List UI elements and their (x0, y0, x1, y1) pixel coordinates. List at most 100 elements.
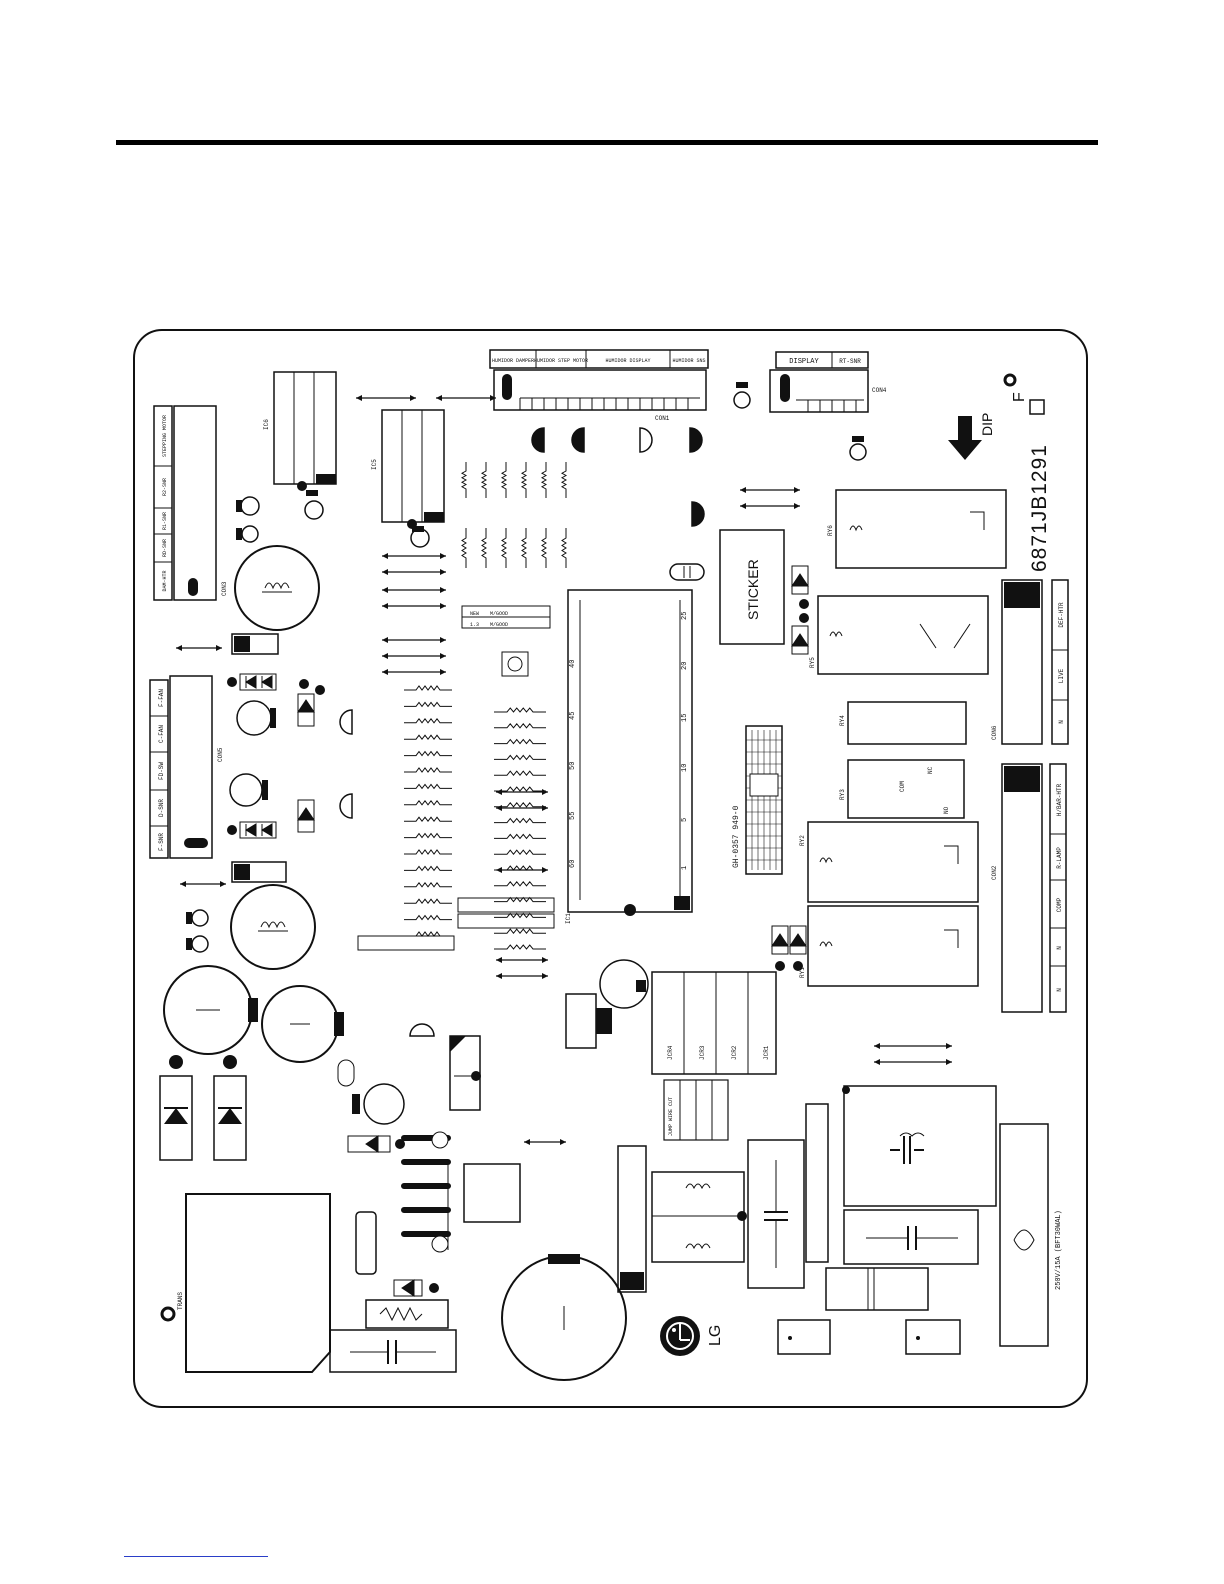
small-capacitors (191, 391, 867, 1125)
arrow-head (496, 973, 502, 979)
resistor-symbol (404, 849, 452, 855)
ic2-regulator (401, 1131, 521, 1253)
svg-text:IC1: IC1 (565, 913, 572, 924)
resistor-ntc (365, 1299, 449, 1329)
resistor-symbol (494, 817, 546, 824)
arrow-head (874, 1043, 880, 1049)
resistor-vertical (461, 528, 467, 568)
arrow-head (382, 569, 388, 575)
resistor-symbol (494, 928, 546, 934)
sticker-area: STICKER (719, 529, 785, 645)
resistor-symbol (404, 881, 452, 888)
resistor-vertical (521, 528, 527, 568)
arrow-head (496, 867, 502, 873)
arrow-head (440, 587, 446, 593)
con1-label-3: HUMIDOR DISPLAY (605, 358, 650, 364)
resistor-symbol (404, 685, 452, 691)
jcr-block: JCR4 JCR3 JCR2 JCR1 (651, 971, 777, 1075)
tab1 (777, 1319, 831, 1355)
svg-text:1: 1 (681, 866, 689, 870)
con5-name: CON5 (217, 747, 224, 762)
con5-label-5: F-SNR (158, 833, 165, 851)
resistor-symbol (520, 462, 528, 498)
resistor-symbol (521, 528, 527, 568)
arrow-head (440, 669, 446, 675)
resistor-symbol (481, 528, 487, 568)
arrow-head (874, 1059, 880, 1065)
arrow-head (440, 653, 446, 659)
svg-text:40: 40 (569, 660, 577, 668)
resistor-vertical (540, 462, 548, 498)
rectifier-diodes (159, 1075, 247, 1161)
f-mark: F (1011, 392, 1028, 402)
arrow-head (382, 669, 388, 675)
con1-label-4: HUMIDOR SNS (672, 358, 705, 364)
con2-label-1: H/BAR-HTR (1056, 783, 1063, 816)
con4-name: CON4 (872, 387, 887, 394)
resistor-vertical (481, 528, 487, 568)
relay-ry4: RY4 (839, 701, 967, 745)
con5-connector: F-FAN C-FAN FD-SW D-SNR F-SNR CON5 (149, 675, 224, 859)
capacitor-ce1 (501, 1254, 627, 1381)
svg-text:RY4: RY4 (839, 715, 846, 726)
resistor-symbol (494, 786, 546, 792)
svg-text:JCR2: JCR2 (731, 1045, 738, 1060)
arrow-head (440, 603, 446, 609)
svg-text:NEW: NEW (470, 611, 479, 617)
resistor-vertical (541, 528, 547, 568)
arrow-head (496, 789, 502, 795)
resistor-symbol (404, 717, 452, 724)
svg-text:JCR4: JCR4 (667, 1045, 674, 1060)
svg-text:25: 25 (681, 612, 689, 620)
resistor-vertical (480, 462, 488, 498)
arrow-head (440, 637, 446, 643)
resistor-symbol (404, 914, 452, 921)
arrow-head (440, 553, 446, 559)
resistor-symbol (461, 528, 467, 568)
con1-name: CON1 (655, 415, 670, 422)
resistor-symbol (501, 528, 507, 568)
dip-label: DIP (979, 413, 995, 436)
resistor-symbol (404, 734, 452, 741)
fuse2 (805, 1103, 829, 1263)
relay-ry2: RY2 (799, 821, 979, 903)
fuse-rating: 250V/15A (BFT30WAL) (1055, 1210, 1063, 1290)
arrow-head (410, 395, 416, 401)
svg-text:COM: COM (899, 781, 906, 792)
mounting-hole-icon (1003, 373, 1017, 387)
con2-label-5: N (1056, 988, 1063, 992)
resistor-symbol (540, 462, 548, 498)
resistor-vertical (520, 462, 528, 498)
vr1-trimmer (501, 651, 529, 677)
arrow-head (560, 1139, 566, 1145)
jump-wire-title: JUMP WIRE CUT (668, 1097, 674, 1136)
arrow-head (740, 503, 746, 509)
jumper-arrows (176, 395, 952, 1145)
arrow-head (496, 805, 502, 811)
q5-transistor (231, 633, 279, 655)
diodes (239, 565, 809, 1297)
resistor-symbol (500, 462, 508, 498)
svg-text:NO: NO (943, 806, 950, 814)
arrow-head (180, 881, 186, 887)
capacitor-ce3 (261, 985, 344, 1063)
svg-text:50: 50 (569, 762, 577, 770)
svg-text:JCR1: JCR1 (763, 1045, 770, 1060)
arrow-head (490, 395, 496, 401)
svg-text:15: 15 (681, 714, 689, 722)
con4-label-1: DISPLAY (789, 358, 819, 366)
con2-label-4: N (1056, 946, 1063, 950)
con3-connector: STEPPING MOTOR R2-SNR R1-SNR RD-SNR DAM-… (153, 405, 228, 601)
resistor-rows (404, 462, 568, 950)
dip-arrow-icon (948, 416, 982, 460)
lg-logo-icon (660, 1316, 700, 1356)
resistor-symbol (561, 528, 567, 568)
ic3-optocoupler (449, 1035, 481, 1111)
relay-ry5: RY5 (809, 595, 989, 675)
ic5-regulator: IC5 (371, 409, 445, 529)
arrow-head (436, 395, 442, 401)
line-filter-l1 (842, 1085, 997, 1207)
resistor-symbol (480, 462, 488, 498)
con3-label-5: DAM-HTR (162, 570, 168, 591)
svg-text:RY6: RY6 (827, 525, 834, 536)
